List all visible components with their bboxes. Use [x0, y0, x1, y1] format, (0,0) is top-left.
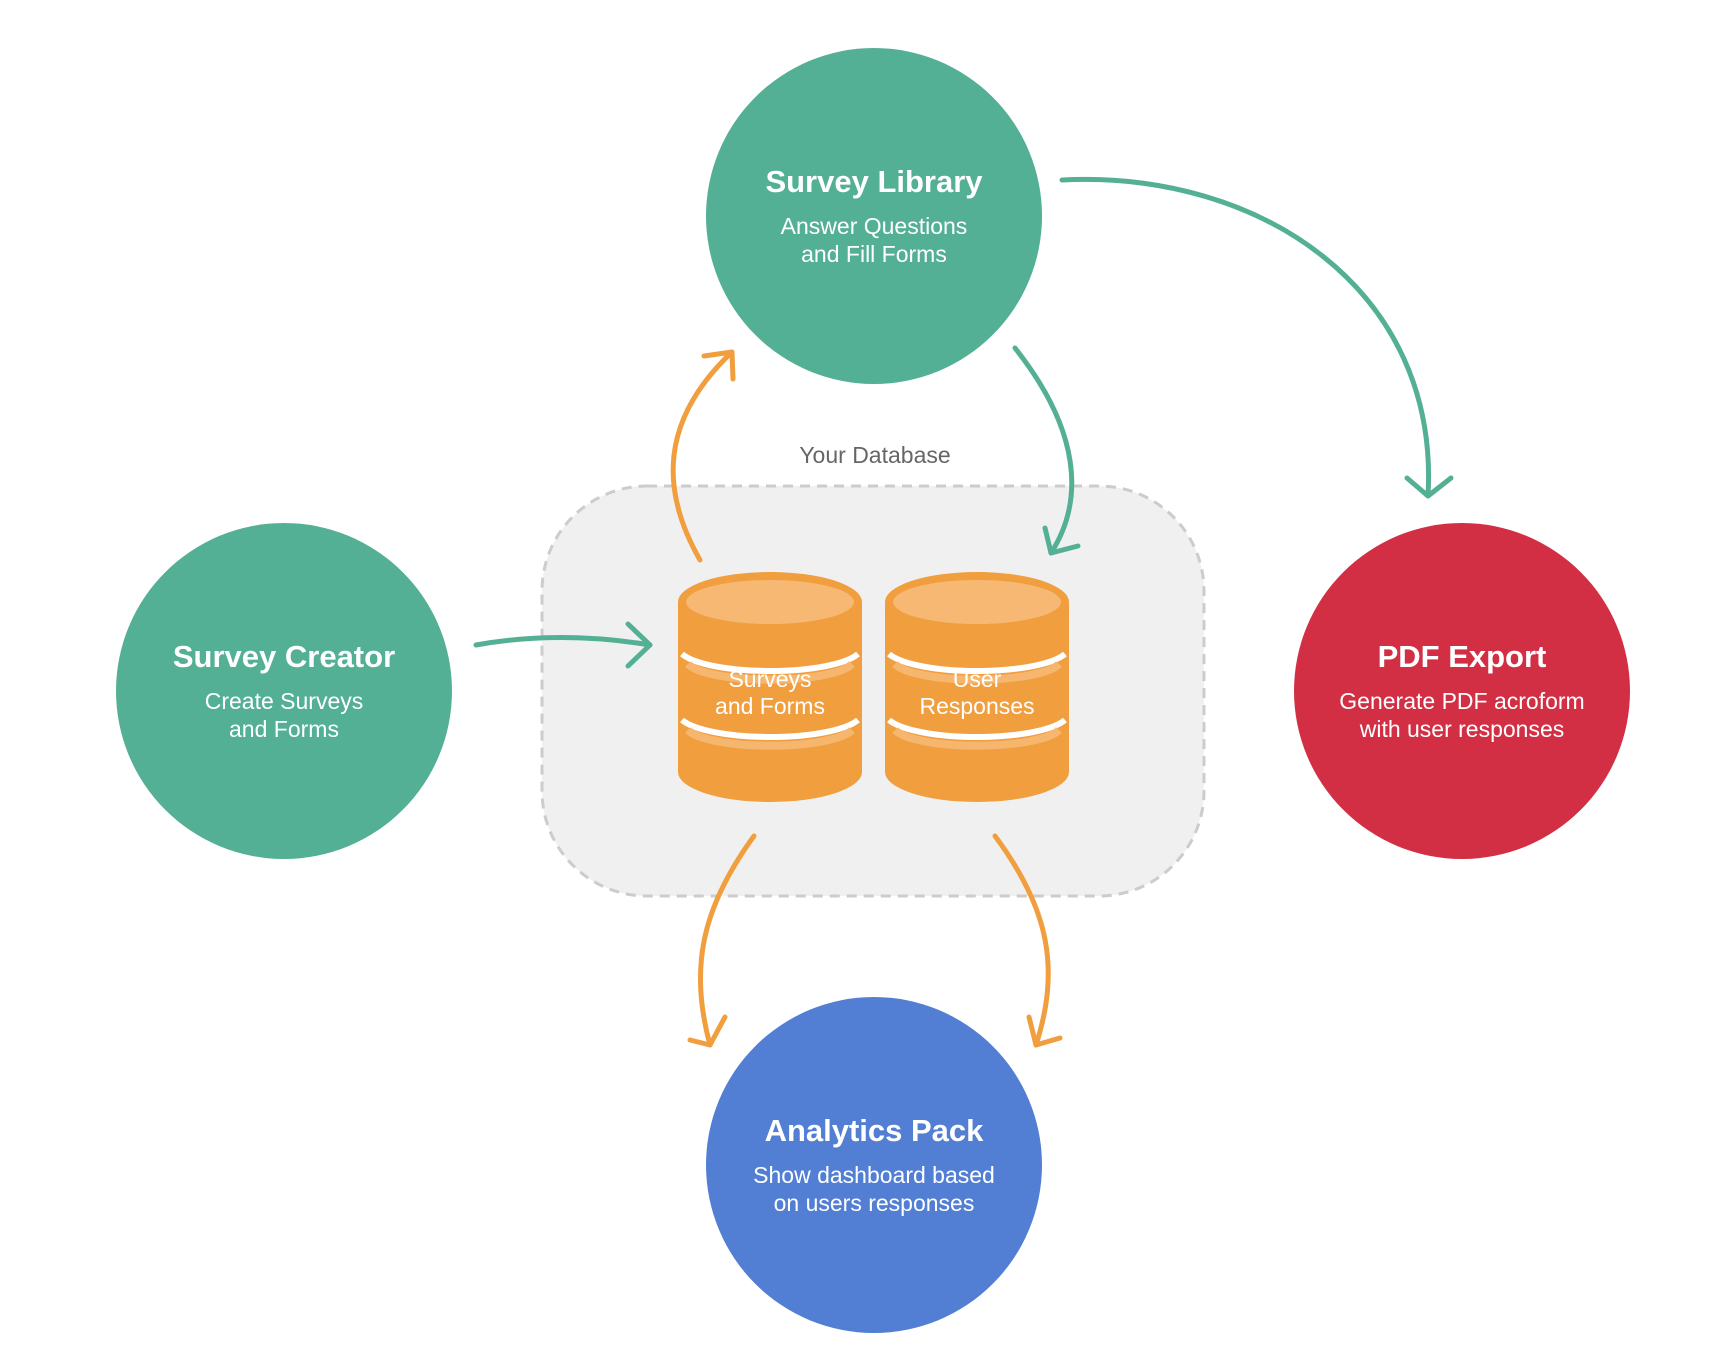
database-area-frame	[540, 484, 1206, 898]
arrow-surveys-to-analytics	[687, 833, 757, 1048]
node-description: Generate PDF acroform with user response…	[1339, 688, 1585, 742]
node-survey-creator: Survey Creator Create Surveys and Forms	[116, 523, 452, 859]
database-cylinder-icon	[678, 572, 862, 802]
database-area-label: Your Database	[799, 442, 951, 468]
arrow-library-to-pdf	[1059, 176, 1454, 499]
node-title: Analytics Pack	[764, 1112, 984, 1148]
arrow-library-to-responses	[1012, 345, 1081, 556]
node-analytics-pack: Analytics Pack Show dashboard based on u…	[706, 997, 1042, 1333]
node-title: Survey Creator	[172, 638, 396, 674]
node-survey-library: Survey Library Answer Questions and Fill…	[706, 48, 1042, 384]
database-cylinder-icon	[885, 572, 1069, 802]
arrow-creator-to-surveys	[473, 621, 653, 669]
node-pdf-export: PDF Export Generate PDF acroform with us…	[1294, 523, 1630, 859]
node-title: PDF Export	[1377, 638, 1547, 674]
arrow-responses-to-analytics	[992, 833, 1063, 1048]
database-label-surveys-forms: Surveys and Forms	[715, 666, 825, 720]
node-description: Show dashboard based on users responses	[753, 1162, 995, 1216]
node-description: Answer Questions and Fill Forms	[780, 213, 968, 267]
arrow-surveys-to-library	[670, 349, 736, 563]
database-label-user-responses: User Responses	[919, 666, 1035, 720]
node-description: Create Surveys and Forms	[204, 688, 364, 742]
node-title: Survey Library	[765, 163, 983, 199]
